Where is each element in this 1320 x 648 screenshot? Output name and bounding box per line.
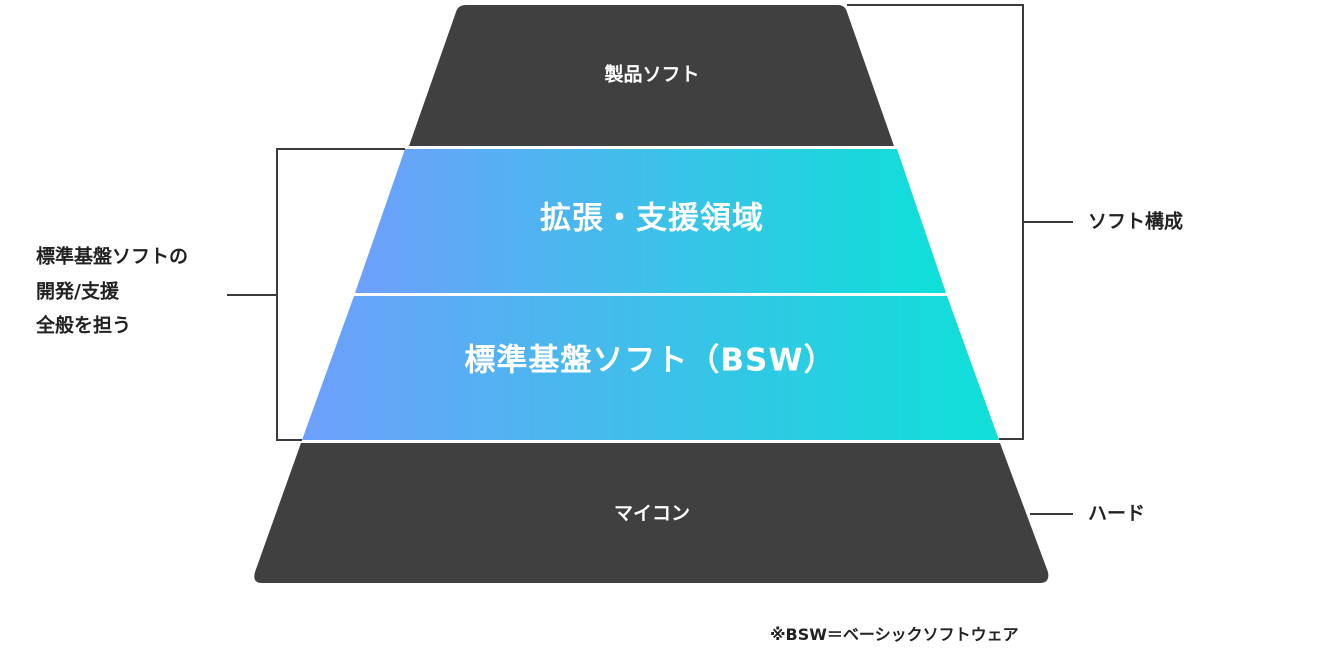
layer-extension-support-label: 拡張・支援領域 xyxy=(540,201,764,237)
layer-bsw-label: 標準基盤ソフト（BSW） xyxy=(464,343,835,379)
layer-microcontroller-label: マイコン xyxy=(614,503,690,525)
layer-product-software-label: 製品ソフト xyxy=(603,64,699,86)
footnote: ※BSW＝ベーシックソフトウェア xyxy=(770,625,1019,644)
layer-extension-support xyxy=(355,149,946,293)
layer-product-software xyxy=(409,5,894,146)
left-note-line-1: 標準基盤ソフトの xyxy=(36,245,188,268)
left-note-line-2: 開発/支援 xyxy=(36,280,120,303)
layer-bsw xyxy=(302,296,999,440)
software-composition-label: ソフト構成 xyxy=(1088,210,1183,233)
layer-microcontroller xyxy=(254,443,1049,583)
hardware-label: ハード xyxy=(1088,503,1145,525)
left-note-line-3: 全般を担う xyxy=(35,314,131,337)
